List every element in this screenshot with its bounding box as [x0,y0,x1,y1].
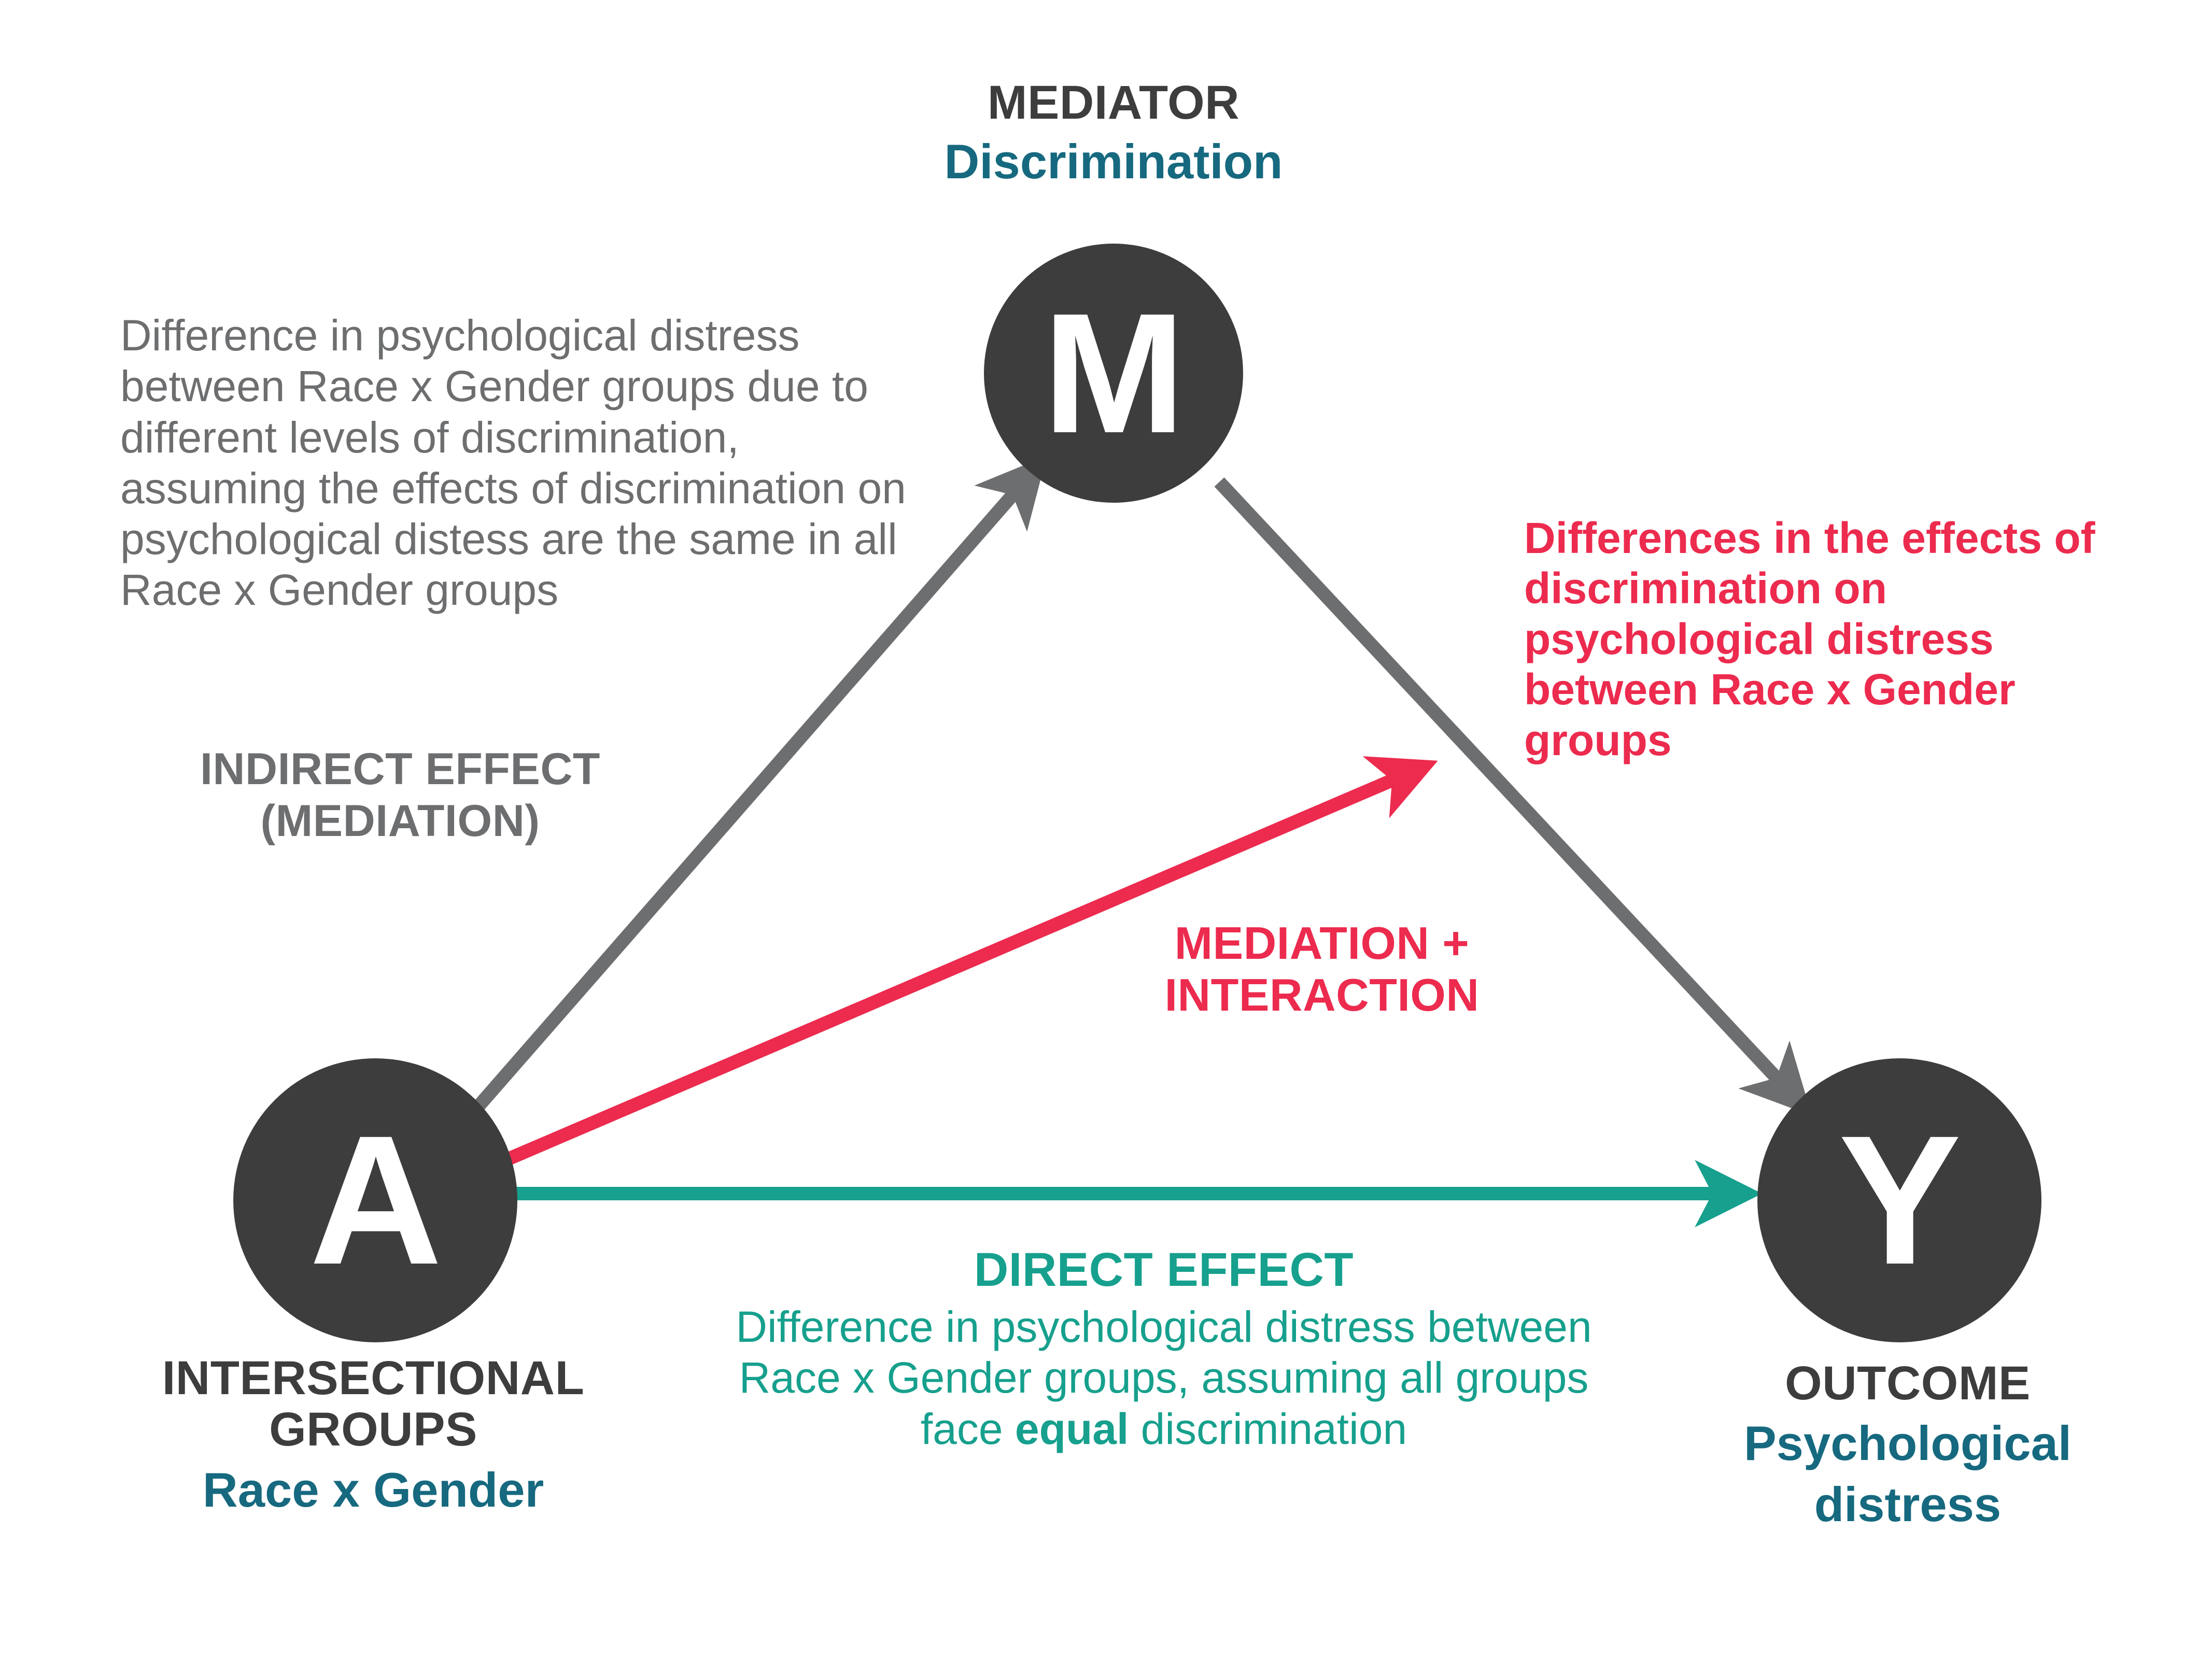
node-outcome-letter: Y [1838,1097,1962,1303]
direct-effect-description-part2: discrimination [1129,1404,1407,1453]
outcome-caption: OUTCOME [1785,1357,2031,1410]
direct-effect-description-part1: Difference in psychological distress bet… [736,1302,1592,1453]
direct-effect-block: DIRECT EFFECT Difference in psychologica… [723,1243,1604,1454]
mediator-caption: MEDIATOR [987,76,1240,129]
mediator-label: MEDIATOR Discrimination [802,78,1425,189]
node-mediator-letter: M [1042,277,1186,469]
node-exposure-letter: A [309,1097,442,1303]
interaction-title-line1: MEDIATION + [1174,917,1470,969]
edge-a-to-m [464,456,1047,1122]
node-mediator[interactable]: M [984,244,1243,503]
edge-m-to-y [1214,477,1812,1116]
outcome-name-line2: distress [1814,1477,2002,1532]
direct-effect-description-emphasis: equal [1015,1404,1129,1453]
outcome-name-line1: Psychological [1743,1416,2072,1471]
direct-effect-description: Difference in psychological distress bet… [723,1301,1604,1454]
exposure-label: INTERSECTIONAL GROUPS Race x Gender [67,1352,679,1517]
outcome-label: OUTCOME Psychological distress [1612,1357,2203,1532]
indirect-effect-title-line1: INDIRECT EFFECT [200,744,600,794]
interaction-title-line2: INTERACTION [1164,969,1480,1021]
exposure-name: Race x Gender [202,1462,544,1517]
direct-effect-title: DIRECT EFFECT [974,1243,1354,1296]
interaction-title: MEDIATION + INTERACTION [1068,917,1576,1022]
mediator-name: Discrimination [944,134,1283,189]
exposure-caption-line1: INTERSECTIONAL [162,1352,585,1405]
indirect-effect-title: INDIRECT EFFECT (MEDIATION) [120,744,680,847]
node-outcome[interactable]: Y [1757,1058,2041,1342]
edge-a-to-my-interaction [495,756,1438,1170]
indirect-effect-description: Difference in psychological distress bet… [120,311,906,615]
node-exposure[interactable]: A [233,1058,517,1342]
interaction-description: Differences in the effects of discrimina… [1524,514,2095,764]
indirect-effect-title-line2: (MEDIATION) [260,796,540,846]
exposure-caption-line2: GROUPS [269,1403,477,1456]
